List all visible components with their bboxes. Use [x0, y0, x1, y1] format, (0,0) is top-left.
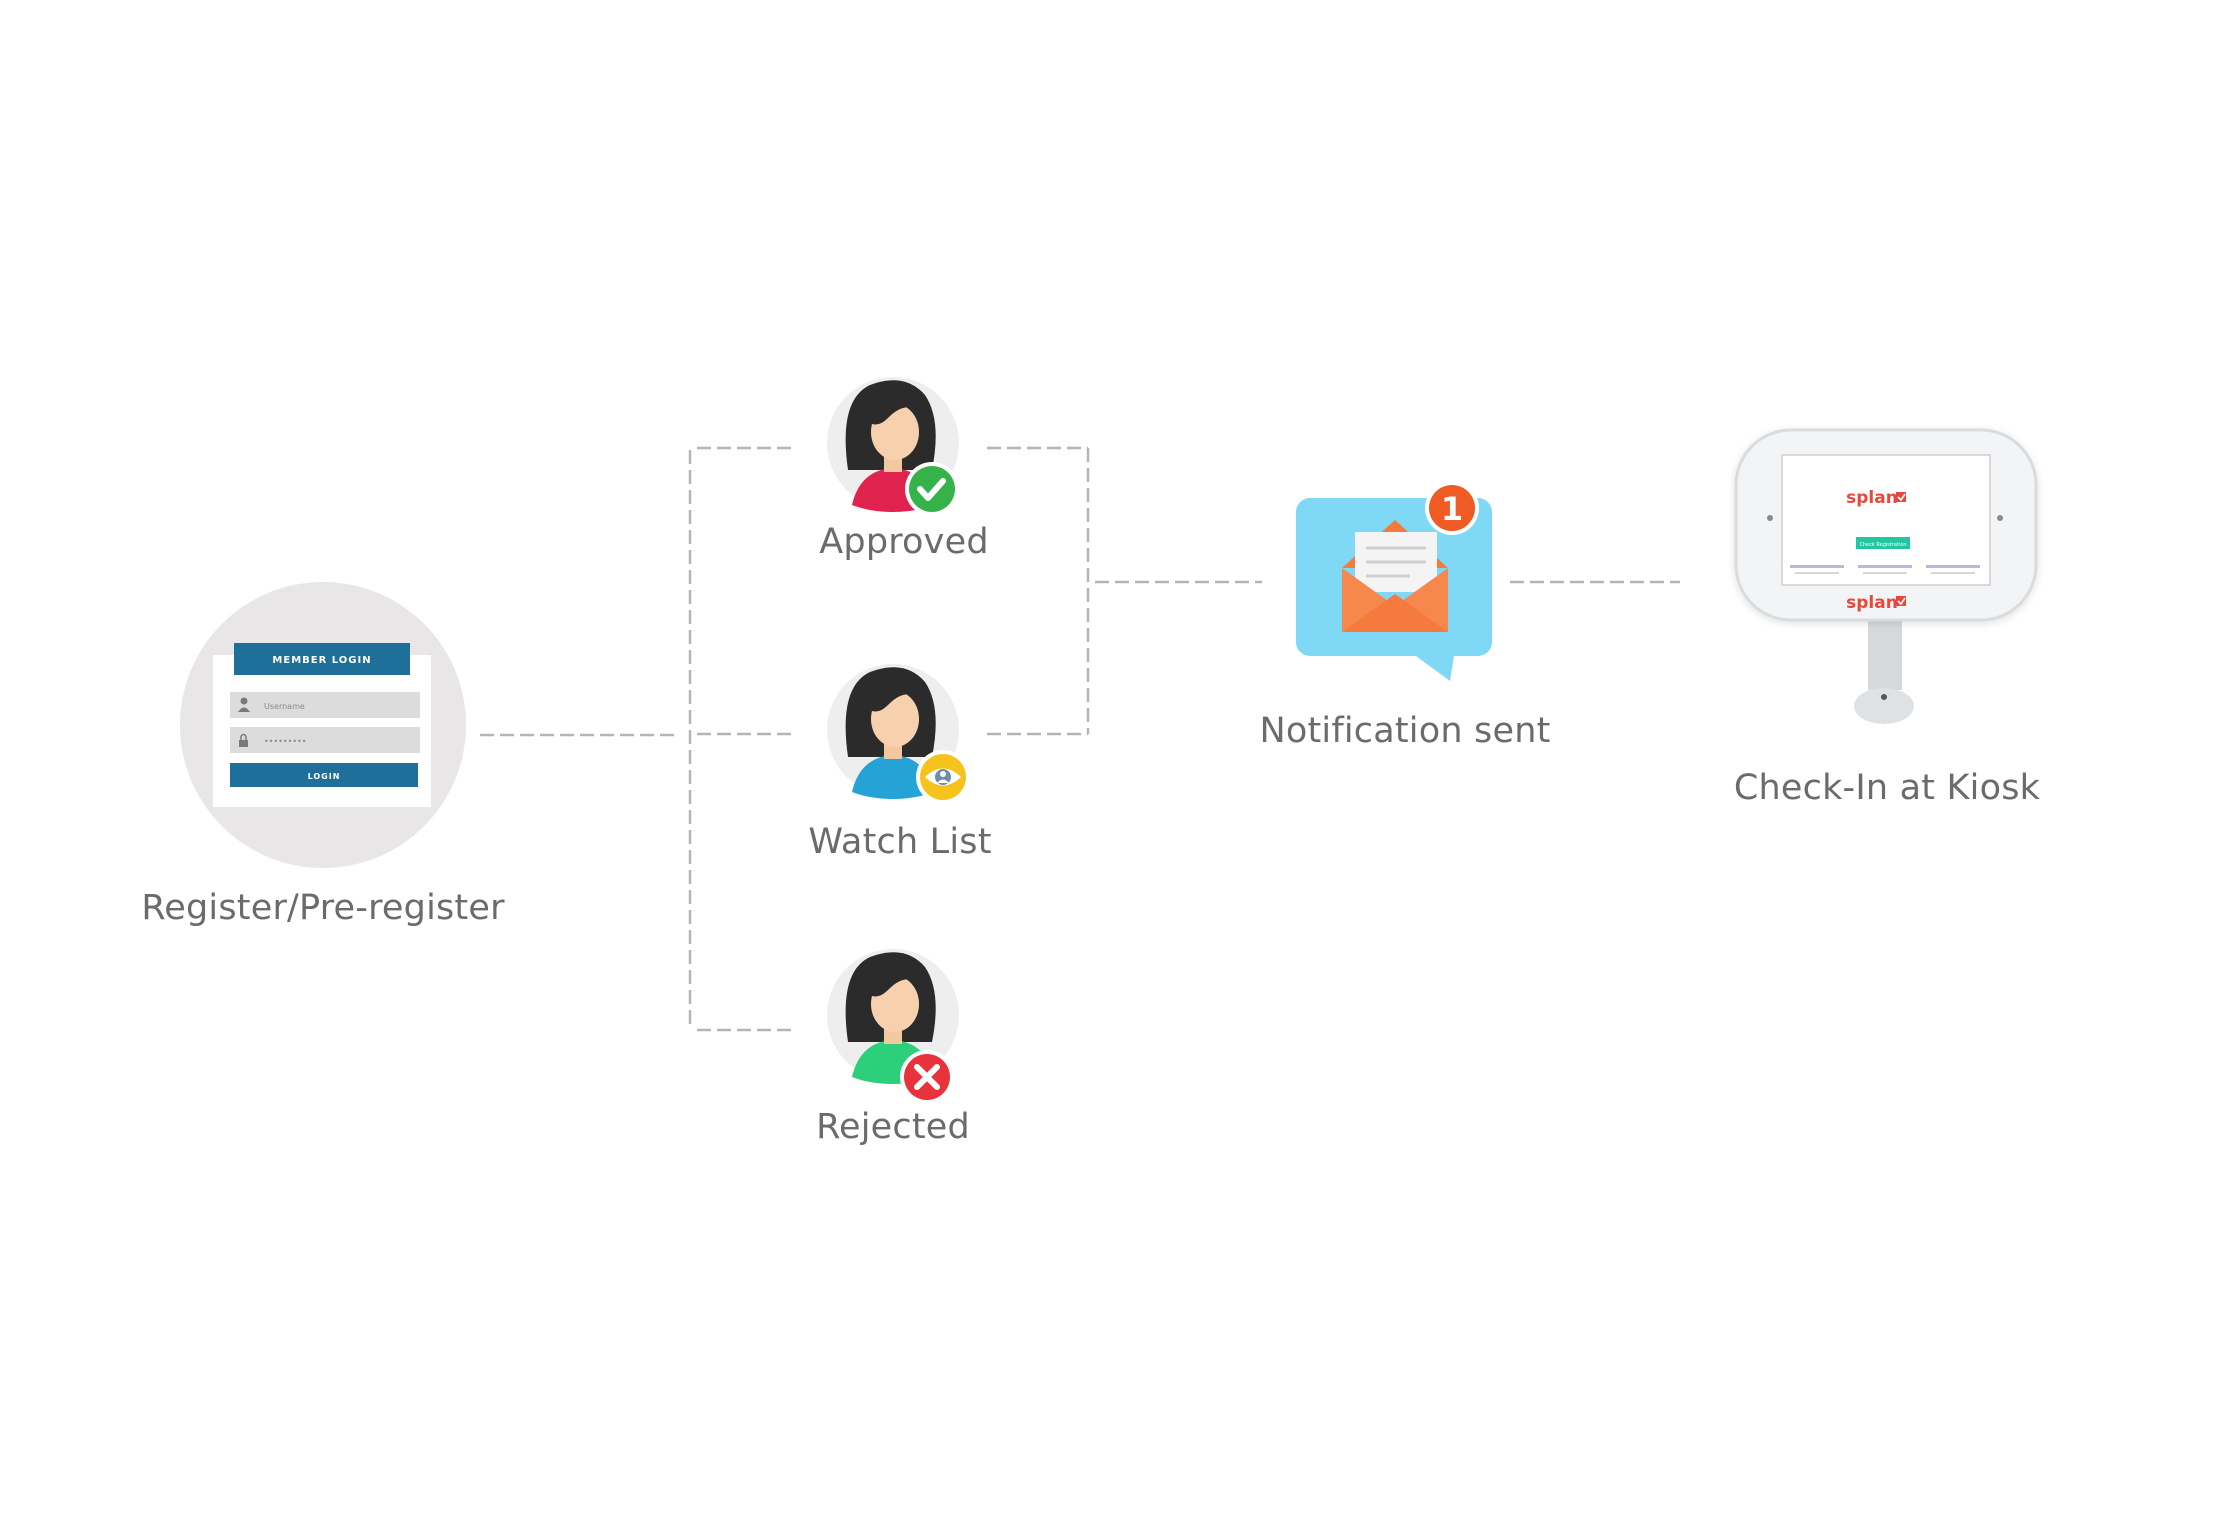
- user-icon: [238, 697, 250, 712]
- kiosk-check-button: [1856, 537, 1910, 549]
- login-header-text: MEMBER LOGIN: [272, 655, 371, 666]
- kiosk-side-dot-left: [1767, 515, 1773, 521]
- kiosk-screen: [1781, 454, 1991, 586]
- approved-node: [827, 377, 959, 516]
- kiosk-screen-columns: [1790, 565, 1980, 574]
- check-badge-icon: [905, 462, 959, 516]
- notification-badge-count: 1: [1441, 490, 1463, 528]
- eye-badge-icon: [916, 750, 970, 804]
- approved-label: Approved: [819, 522, 989, 562]
- checkmark-logo-icon: [1896, 492, 1906, 502]
- approved-hair-fringe: [865, 385, 924, 425]
- password-mask: •••••••••: [264, 737, 306, 746]
- login-button-text: LOGIN: [308, 772, 341, 781]
- checkmark-logo-icon: [1896, 596, 1906, 606]
- kiosk-base-dot: [1881, 694, 1887, 700]
- watch-list-label: Watch List: [808, 822, 992, 862]
- login-header-bar: [234, 643, 410, 675]
- kiosk-label: Check-In at Kiosk: [1733, 768, 2041, 808]
- username-field: [230, 692, 420, 718]
- notification-node: 1: [1296, 481, 1492, 681]
- login-button: [230, 763, 418, 787]
- rejected-label: Rejected: [816, 1107, 970, 1147]
- register-label: Register/Pre-register: [141, 888, 505, 928]
- username-placeholder: Username: [264, 702, 305, 711]
- envelope-icon: [1342, 520, 1448, 632]
- password-field: [230, 727, 420, 753]
- rejected-hair-fringe: [865, 957, 924, 997]
- kiosk-screen-logo: splan: [1846, 488, 1898, 508]
- kiosk-base: [1854, 688, 1914, 724]
- watchlist-node: [827, 664, 970, 804]
- rejected-node: [827, 949, 959, 1104]
- notification-label: Notification sent: [1259, 711, 1551, 751]
- kiosk-stand: [1868, 620, 1902, 690]
- register-node: MEMBER LOGIN Username ••••••••• LOGIN: [180, 582, 466, 868]
- watchlist-hair-fringe: [865, 672, 924, 712]
- kiosk-node: splan Check Registration splan: [1734, 428, 2038, 724]
- cross-badge-icon: [900, 1050, 954, 1104]
- watchlist-shirt: [852, 755, 934, 799]
- connector-lines: [480, 446, 1680, 1032]
- lock-icon: [239, 733, 248, 747]
- kiosk-check-button-text: Check Registration: [1859, 542, 1906, 548]
- kiosk-bezel-logo: splan: [1846, 593, 1898, 613]
- kiosk-side-dot-right: [1997, 515, 2003, 521]
- notification-badge: 1: [1425, 481, 1479, 535]
